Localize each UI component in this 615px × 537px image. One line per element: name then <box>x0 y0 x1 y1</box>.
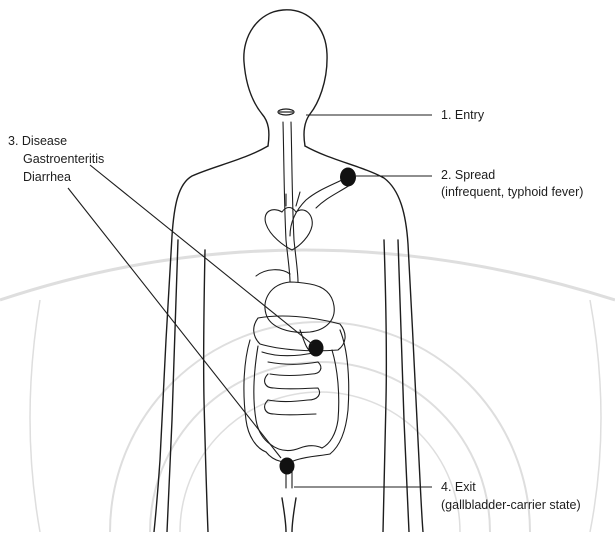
spread-note: (infrequent, typhoid fever) <box>441 185 583 200</box>
digestive-organs <box>244 122 350 488</box>
exit-site-dot <box>280 458 295 475</box>
human-body-outline <box>154 10 423 532</box>
spread-label: 2. Spread <box>441 168 495 183</box>
exit-note: (gallbladder-carrier state) <box>441 498 581 513</box>
disease-label: 3. Disease <box>8 134 67 149</box>
exit-label: 4. Exit <box>441 480 476 495</box>
gastroenteritis-leader <box>90 165 312 344</box>
watermark-seal <box>0 250 615 532</box>
heart <box>265 208 312 251</box>
mouth-icon <box>278 109 294 115</box>
entry-label: 1. Entry <box>441 108 484 123</box>
disease-site-dot <box>309 340 324 357</box>
disease-item-gastroenteritis: Gastroenteritis <box>23 152 104 167</box>
disease-item-diarrhea: Diarrhea <box>23 170 71 185</box>
leader-lines <box>68 115 432 487</box>
stomach <box>265 282 334 332</box>
spread-site-dot <box>340 168 356 187</box>
diarrhea-leader <box>68 188 281 458</box>
